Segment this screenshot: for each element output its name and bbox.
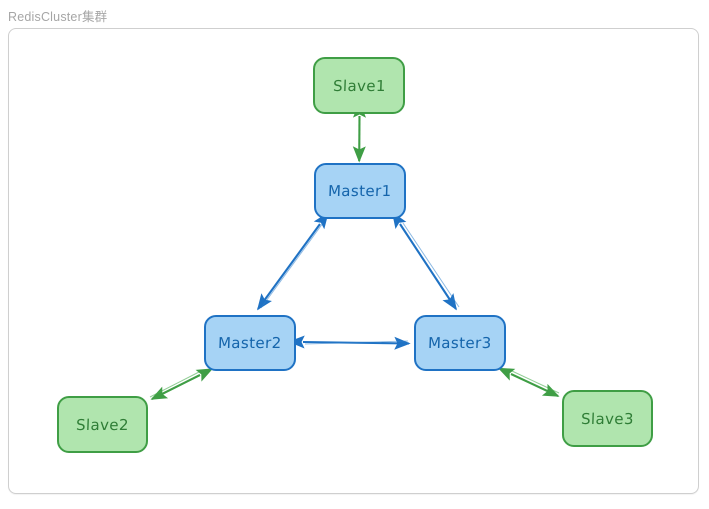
node-master2-label: Master2 <box>217 334 283 352</box>
node-slave1-label: Slave1 <box>332 76 386 95</box>
node-master1-label: Master1 <box>327 182 393 200</box>
node-slave3-label: Slave3 <box>580 409 635 428</box>
diagram-title: RedisCluster集群 <box>8 10 108 24</box>
node-master2[interactable]: Master2 <box>204 315 296 371</box>
node-master3[interactable]: Master3 <box>414 315 506 371</box>
node-slave3[interactable]: Slave3 <box>562 390 653 447</box>
node-master1[interactable]: Master1 <box>314 163 406 219</box>
node-slave2[interactable]: Slave2 <box>57 396 148 453</box>
node-slave2-label: Slave2 <box>75 415 130 434</box>
node-slave1[interactable]: Slave1 <box>313 57 405 114</box>
node-master3-label: Master3 <box>427 334 493 352</box>
